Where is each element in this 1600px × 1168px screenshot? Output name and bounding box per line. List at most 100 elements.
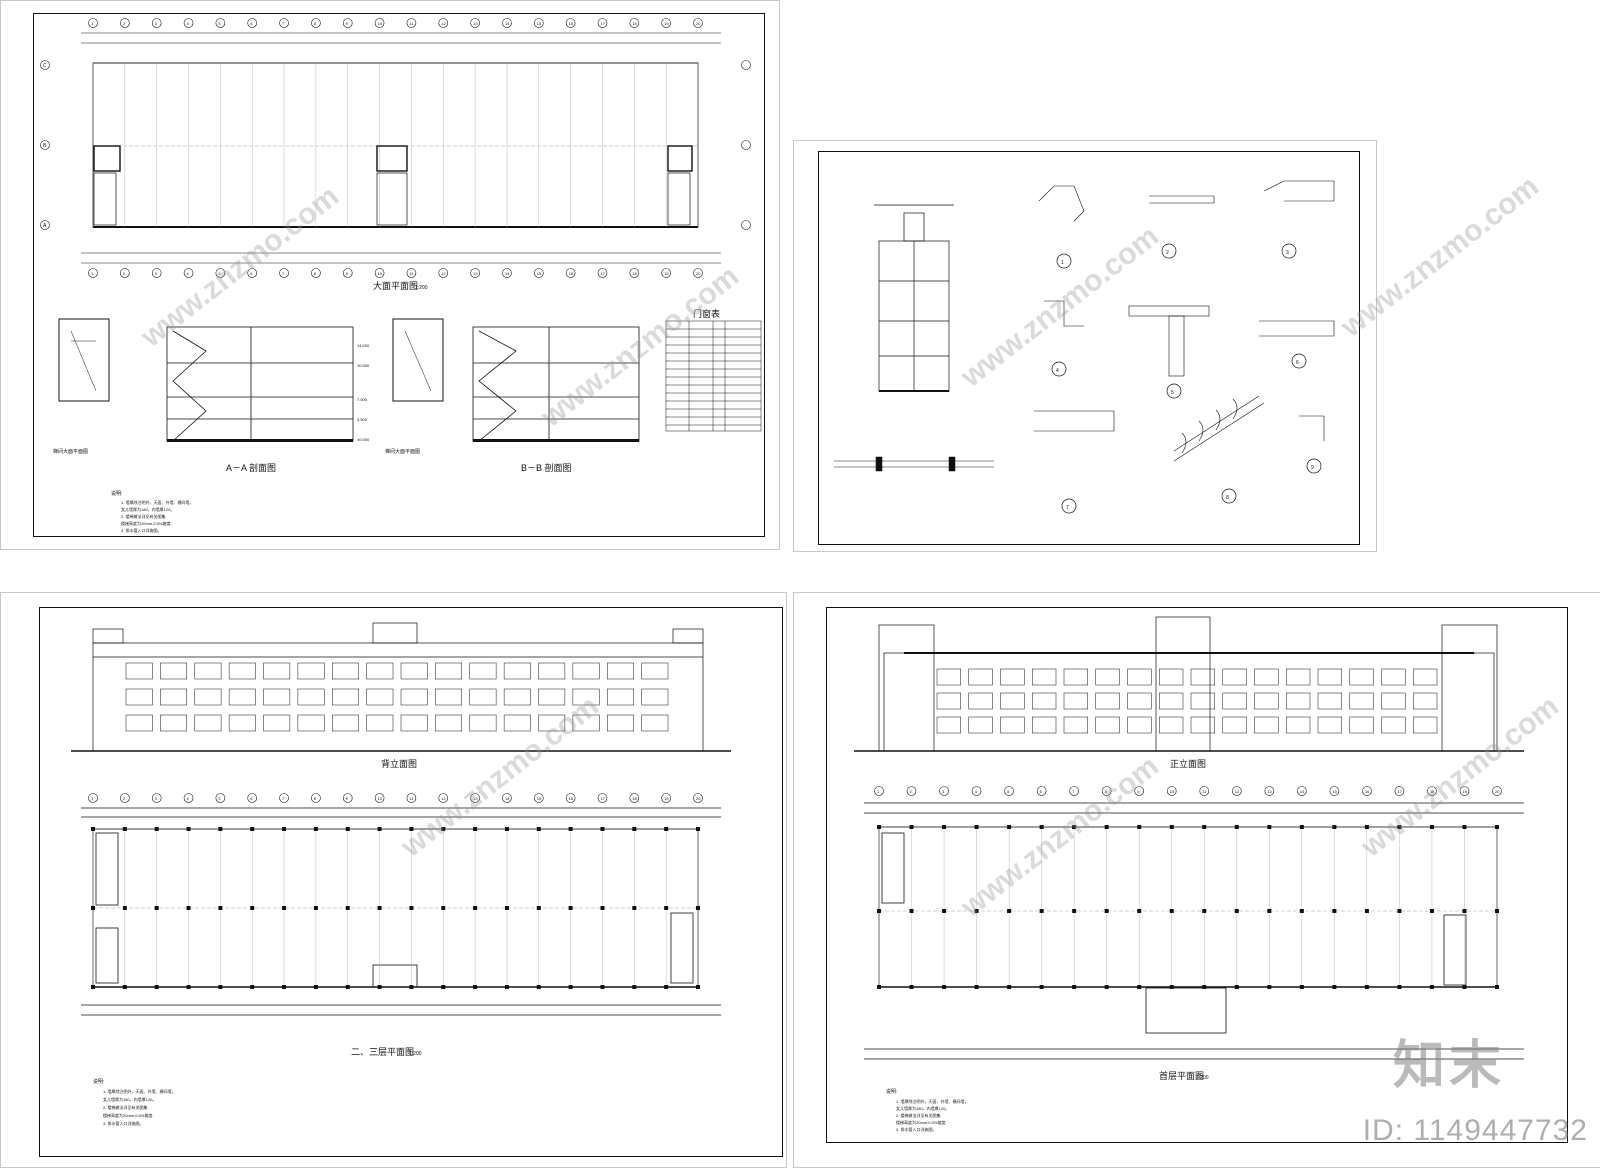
axis-label: 15 (1332, 789, 1337, 794)
axis-label: 16 (569, 796, 574, 801)
axis-bubble (906, 786, 917, 796)
axis-label: 14 (505, 21, 510, 26)
axis-bubble (247, 268, 258, 278)
axis-bubble (406, 268, 417, 278)
row-label-b: B (43, 143, 47, 149)
axis-bubble (374, 793, 385, 803)
elev-1: 14.000 (357, 343, 370, 348)
axis-bubble (215, 268, 226, 278)
axis-label: 8 (314, 271, 317, 276)
axis-label: 16 (569, 271, 574, 276)
detail-label: 5 (1171, 390, 1174, 396)
axis-label: 20 (696, 271, 701, 276)
axis-label: 20 (696, 21, 701, 26)
axis-bubble (693, 793, 703, 803)
section-aa-title: A－A 剖面图 (226, 462, 276, 473)
drawing-frame (826, 607, 1568, 1143)
note-line-3: 2. 楼梯做法详见有关图集 (103, 1104, 147, 1110)
axis-label: 2 (123, 271, 126, 276)
axis-label: 7 (282, 796, 285, 801)
axis-bubble (215, 793, 226, 803)
axis-bubble (342, 793, 353, 803)
note-line-1: 1. 墙厚除注明外，天面、外墙、横间墙， (103, 1088, 175, 1094)
plan-23-scale: 1:200 (409, 1051, 422, 1057)
axis-label: 1 (877, 789, 880, 794)
roof-plan-scale: 1:200 (415, 285, 428, 291)
axis-label: 9 (1137, 789, 1140, 794)
rear-elevation-title: 背立面图 (381, 758, 417, 769)
note-line-4: 楼梯高度为20mm,0.5%坡度. (896, 1119, 946, 1125)
note-line-5: 3. 排水管入口详施图。 (896, 1126, 936, 1132)
detail-bubble (1221, 488, 1237, 504)
axis-bubble (120, 793, 130, 803)
drawing-frame (33, 13, 765, 537)
axis-label: 12 (441, 271, 446, 276)
axis-bubble (1362, 786, 1372, 796)
axis-label: 7 (1072, 789, 1075, 794)
elev-5: ±0.000 (357, 437, 370, 442)
axis-bubble (661, 18, 671, 28)
axis-bubble (1329, 786, 1340, 796)
axis-label: 9 (346, 796, 349, 801)
axis-label: 13 (473, 796, 478, 801)
detail-label: 7 (1066, 505, 1069, 511)
axis-bubble (971, 786, 982, 796)
axis-bubble (183, 18, 194, 28)
axis-label: 5 (218, 271, 221, 276)
axis-bubble (1166, 786, 1177, 796)
axis-label: 13 (1267, 789, 1272, 794)
axis-bubble (438, 268, 449, 278)
axis-label: 2 (910, 789, 913, 794)
axis-label: 13 (473, 271, 478, 276)
axis-bubble (693, 268, 703, 278)
axis-bubble (374, 268, 385, 278)
axis-label: 17 (600, 21, 605, 26)
axis-bubble (406, 18, 417, 28)
note-line-2: 女儿墙厚为180，内墙厚120。 (103, 1096, 156, 1102)
axis-bubble (215, 18, 226, 28)
axis-label: 8 (314, 796, 317, 801)
axis-bubble (1394, 786, 1405, 796)
row-label-c: C (43, 63, 47, 69)
axis-label: 20 (1495, 789, 1500, 794)
axis-bubble (629, 18, 640, 28)
door-table-title: 门窗表 (693, 308, 720, 319)
detail-bubble (1281, 243, 1297, 259)
axis-label: 11 (409, 796, 414, 801)
axis-bubble (1297, 786, 1307, 796)
detail-label: 1 (1061, 260, 1064, 266)
detail-bubble (1051, 361, 1067, 377)
note-line-1: 1. 墙厚除注明外，天面、外墙、横间墙， (121, 499, 193, 505)
axis-label: 14 (505, 796, 510, 801)
notes-title: 说明: (93, 1078, 104, 1085)
axis-bubble (1459, 786, 1470, 796)
axis-label: 4 (187, 796, 190, 801)
axis-label: 6 (250, 271, 253, 276)
axis-bubble (279, 18, 289, 28)
axis-bubble (1199, 786, 1210, 796)
axis-bubble (247, 18, 258, 28)
axis-label: 5 (1007, 789, 1010, 794)
axis-bubble (1101, 786, 1112, 796)
axis-bubble (1427, 786, 1437, 796)
axis-bubble (438, 793, 449, 803)
axis-label: 17 (1397, 789, 1402, 794)
detail-bubble (1161, 243, 1177, 259)
axis-label: 6 (250, 21, 253, 26)
axis-bubble (88, 18, 98, 28)
detail-label: 8 (1226, 495, 1229, 501)
axis-bubble (565, 268, 576, 278)
axis-label: 14 (505, 271, 510, 276)
axis-label: 8 (1105, 789, 1108, 794)
axis-label: 7 (282, 21, 285, 26)
axis-label: 18 (632, 21, 637, 26)
axis-bubble (502, 793, 512, 803)
axis-label: 6 (1040, 789, 1043, 794)
axis-label: 5 (218, 796, 221, 801)
axis-bubble (597, 793, 608, 803)
axis-label: 17 (600, 271, 605, 276)
note-line-4: 楼梯高度为20mm,0.5%坡度. (103, 1112, 153, 1118)
